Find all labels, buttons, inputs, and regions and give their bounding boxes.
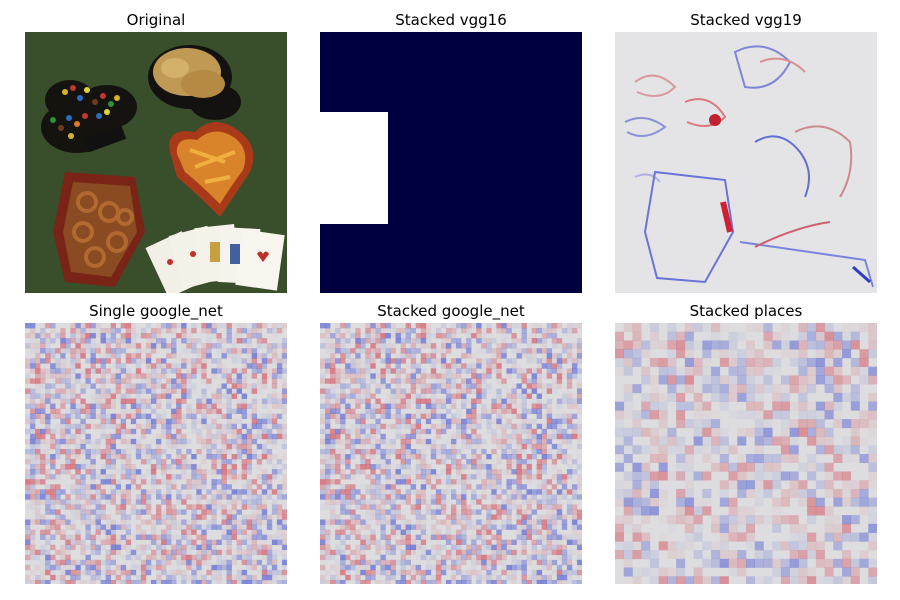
pretzel-bowl [53,172,145,287]
google-net-stacked-map [320,323,582,584]
panel-title: Original [126,11,186,29]
playing-cards [145,224,285,293]
panel-title: Single google_net [89,302,223,320]
panel-title: Stacked places [689,302,803,320]
peanut-bowl [148,45,241,120]
vgg19-map [615,32,877,293]
candy-bowl [41,80,137,153]
panel-title: Stacked google_net [377,302,525,320]
panel-title: Stacked vgg19 [690,11,802,29]
original-image [25,32,287,293]
places-map [615,323,877,584]
panel-title: Stacked vgg16 [395,11,507,29]
vgg16-map [320,32,582,293]
heart-bowl [169,122,254,217]
google-net-single-map [25,323,287,584]
